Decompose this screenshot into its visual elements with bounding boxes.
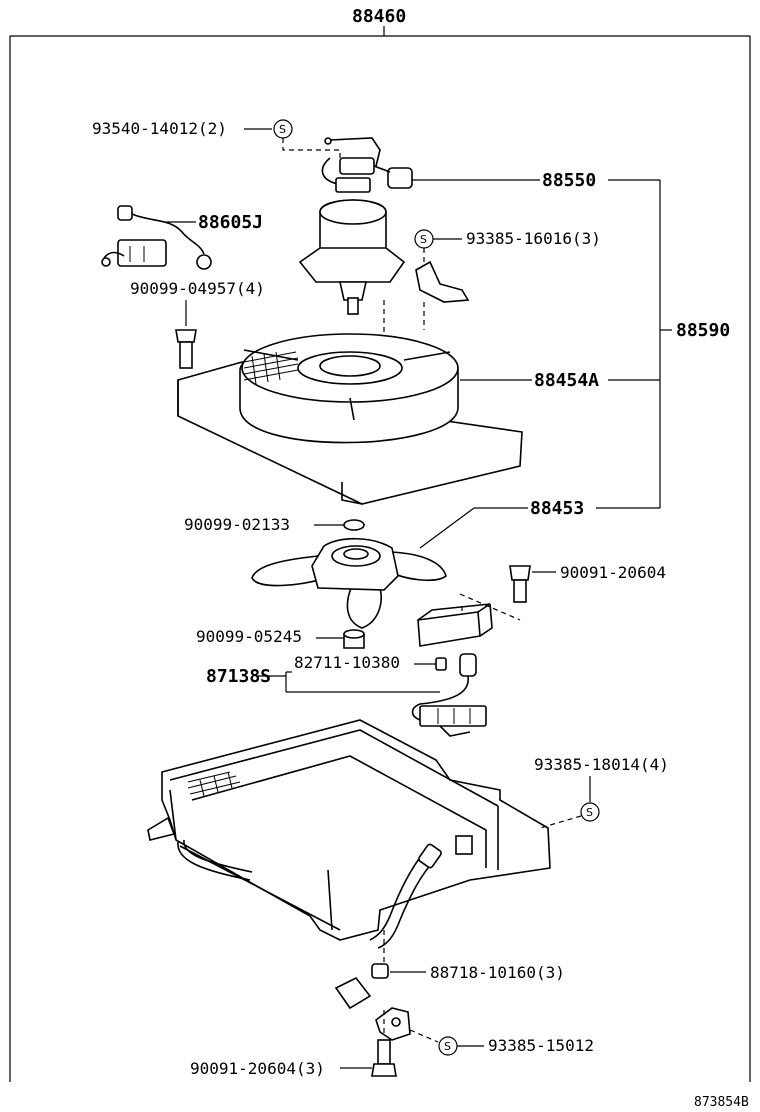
label-90099-05245[interactable]: 90099-05245 xyxy=(196,627,302,646)
bolt-icon xyxy=(175,329,197,369)
label-90091-20604-3[interactable]: 90091-20604(3) xyxy=(190,1059,325,1078)
nut-icon xyxy=(343,629,365,649)
relay-block[interactable] xyxy=(417,603,493,647)
label-88605J[interactable]: 88605J xyxy=(198,212,263,233)
s-symbol-icon: S xyxy=(273,119,293,139)
cushion-icon xyxy=(371,963,389,979)
svg-text:S: S xyxy=(420,233,427,246)
label-88590[interactable]: 88590 xyxy=(676,320,730,341)
s-symbol-icon: S xyxy=(580,802,600,822)
fan-shroud[interactable] xyxy=(177,333,523,505)
mounting-bracket[interactable] xyxy=(415,260,470,303)
fin-pattern-icon xyxy=(187,771,241,797)
label-82711-10380[interactable]: 82711-10380 xyxy=(294,653,400,672)
label-93385-16016[interactable]: 93385-16016(3) xyxy=(466,229,601,248)
image-code: 873854B xyxy=(694,1095,749,1110)
label-93385-18014[interactable]: 93385-18014(4) xyxy=(534,755,669,774)
label-93385-15012[interactable]: 93385-15012 xyxy=(488,1036,594,1055)
s-symbol-icon: S xyxy=(414,229,434,249)
vent-grille-icon xyxy=(243,351,299,385)
bolt-icon xyxy=(509,565,531,603)
label-90099-02133[interactable]: 90099-02133 xyxy=(184,515,290,534)
s-symbol-icon: S xyxy=(438,1036,458,1056)
label-90099-04957[interactable]: 90099-04957(4) xyxy=(130,279,265,298)
bracket-icon xyxy=(375,1007,411,1041)
fan-motor[interactable] xyxy=(298,137,413,315)
label-87138S[interactable]: 87138S xyxy=(206,666,271,687)
svg-text:S: S xyxy=(586,806,593,819)
fan-blade[interactable] xyxy=(251,537,447,629)
label-88454A[interactable]: 88454A xyxy=(534,370,599,391)
label-93540-14012[interactable]: 93540-14012(2) xyxy=(92,119,227,138)
bracket-88590 xyxy=(596,179,672,509)
nut-icon xyxy=(343,519,365,531)
resistor-harness[interactable] xyxy=(411,653,487,737)
label-88718-10160[interactable]: 88718-10160(3) xyxy=(430,963,565,982)
svg-text:S: S xyxy=(444,1040,451,1053)
svg-text:S: S xyxy=(279,123,286,136)
label-88453[interactable]: 88453 xyxy=(530,498,584,519)
assembly-frame xyxy=(9,26,751,1082)
wire-harness[interactable] xyxy=(101,205,212,270)
assembly-part-label[interactable]: 88460 xyxy=(352,6,406,27)
connector-icon xyxy=(435,657,447,671)
grommet-icon xyxy=(334,976,372,1010)
label-88550[interactable]: 88550 xyxy=(542,170,596,191)
bolt-icon xyxy=(371,1039,397,1077)
condenser-frame[interactable] xyxy=(147,719,551,949)
label-90091-20604[interactable]: 90091-20604 xyxy=(560,563,666,582)
